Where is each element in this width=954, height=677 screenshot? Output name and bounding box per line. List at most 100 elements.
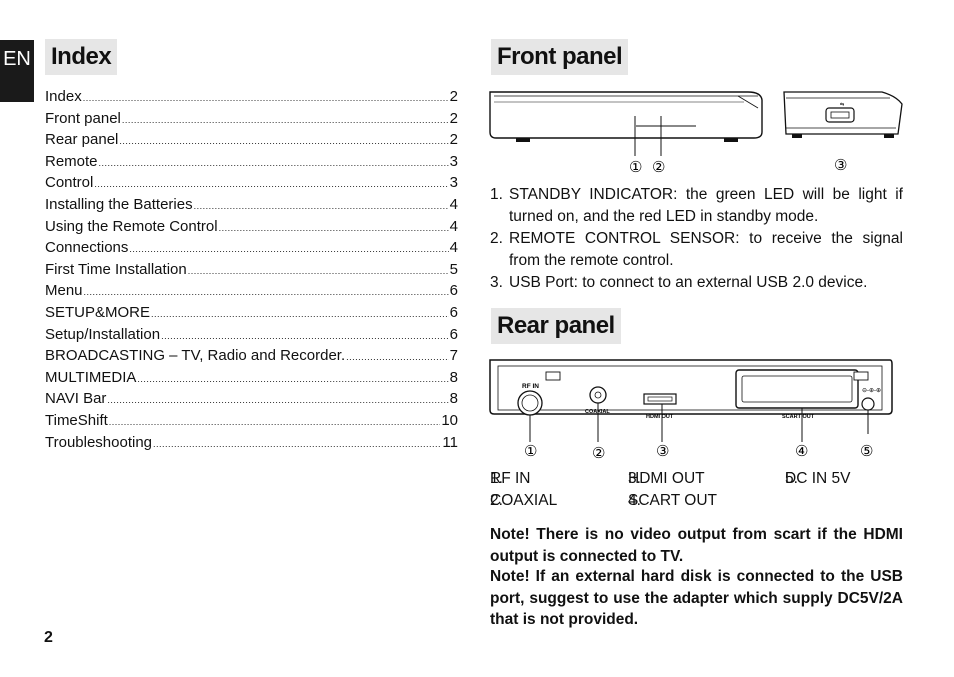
callout-2: ② (592, 445, 605, 462)
toc-page: 4 (449, 217, 458, 235)
toc-label: Connections (45, 239, 129, 257)
toc-entry[interactable]: TimeShift 10 (45, 410, 458, 432)
toc-label: BROADCASTING – TV, Radio and Recorder. (45, 347, 346, 365)
toc-entry[interactable]: NAVI Bar 8 (45, 388, 458, 410)
toc-entry[interactable]: Index 2 (45, 86, 458, 108)
toc-page: 7 (449, 347, 458, 365)
toc-label: TimeShift (45, 411, 108, 429)
front-panel-illustration: ① ② ⇆ ③ (489, 91, 903, 176)
svg-text:⊖-⊕-⊕: ⊖-⊕-⊕ (862, 388, 881, 394)
item-text: SCART OUT (628, 492, 717, 509)
item-text: REMOTE CONTROL SENSOR: to receive the si… (509, 230, 903, 269)
note-usb: Note! If an external hard disk is connec… (490, 568, 903, 628)
toc-leader (119, 131, 448, 153)
toc-page: 3 (449, 174, 458, 192)
toc-leader (107, 390, 448, 412)
item-number: 3. (628, 470, 641, 487)
callout-3: ③ (656, 443, 669, 460)
toc-page: 2 (449, 131, 458, 149)
toc-label: NAVI Bar (45, 390, 107, 408)
toc-leader (122, 110, 449, 132)
toc-page: 6 (449, 282, 458, 300)
toc-leader (99, 153, 449, 175)
toc-leader (188, 261, 449, 283)
callout-1: ① (524, 443, 537, 460)
toc-leader (83, 88, 449, 110)
toc-label: Setup/Installation (45, 325, 161, 343)
list-item: 1.STANDBY INDICATOR: the green LED will … (490, 184, 903, 227)
note-scart: Note! There is no video output from scar… (490, 526, 903, 565)
toc-entry[interactable]: BROADCASTING – TV, Radio and Recorder. 7 (45, 345, 458, 367)
toc-label: Index (45, 88, 82, 105)
toc-entry[interactable]: Connections4 (45, 237, 458, 259)
toc-entry[interactable]: Using the Remote Control 4 (45, 216, 458, 238)
toc-page: 6 (449, 325, 458, 343)
toc-entry[interactable]: MULTIMEDIA 8 (45, 367, 458, 389)
callout-2: ② (652, 159, 665, 176)
toc-label: Front panel (45, 109, 121, 127)
toc-label: SETUP&MORE (45, 303, 151, 321)
item-number: 3. (490, 274, 503, 291)
toc-entry[interactable]: Control 3 (45, 172, 458, 194)
toc-label: MULTIMEDIA (45, 368, 137, 386)
item-number: 5. (785, 470, 798, 487)
list-item: 3. USB Port: to connect to an external US… (490, 272, 903, 294)
callout-1: ① (629, 159, 642, 176)
item-text: USB Port: to connect to an external USB … (509, 274, 868, 291)
toc-label: Remote (45, 152, 98, 170)
toc-page: 10 (441, 411, 458, 429)
toc-entry[interactable]: Menu6 (45, 280, 458, 302)
front-panel-list: 1.STANDBY INDICATOR: the green LED will … (490, 184, 903, 295)
toc-label: First Time Installation (45, 260, 187, 278)
toc-entry[interactable]: Setup/Installation 6 (45, 324, 458, 346)
toc-page: 2 (449, 88, 458, 105)
toc-entry[interactable]: Front panel 2 (45, 108, 458, 130)
item-text: COAXIAL (490, 492, 558, 509)
toc-page: 4 (449, 195, 458, 213)
item-number: 4. (628, 492, 641, 509)
toc-leader (151, 304, 449, 326)
toc-leader (194, 196, 449, 218)
svg-text:⇆: ⇆ (840, 102, 844, 108)
toc-label: Installing the Batteries (45, 195, 193, 213)
rear-panel-heading: Rear panel (491, 308, 621, 344)
toc-leader (153, 434, 441, 456)
item-number: 1. (490, 186, 503, 203)
table-of-contents: Index2 Front panel2 Rear panel2 Remote3 … (45, 86, 458, 453)
toc-entry[interactable]: SETUP&MORE6 (45, 302, 458, 324)
toc-page: 8 (449, 368, 458, 386)
toc-label: Control (45, 174, 94, 192)
toc-leader (219, 218, 449, 240)
toc-label: Using the Remote Control (45, 217, 218, 235)
toc-entry[interactable]: Troubleshooting11 (45, 432, 458, 454)
toc-entry[interactable]: First Time Installation 5 (45, 259, 458, 281)
toc-leader (161, 326, 449, 348)
toc-leader (94, 174, 448, 196)
rf-in-label: RF IN (522, 383, 539, 390)
item-number: 2. (490, 230, 503, 247)
item-number: 2. (490, 492, 503, 509)
toc-page: 3 (449, 152, 458, 170)
toc-page: 5 (449, 260, 458, 278)
list-item: 2. REMOTE CONTROL SENSOR: to receive the … (490, 228, 903, 271)
toc-entry[interactable]: Remote 3 (45, 151, 458, 173)
toc-leader (109, 412, 441, 434)
item-text: DC IN 5V (785, 470, 851, 487)
item-number: 1. (490, 470, 503, 487)
toc-label: Rear panel (45, 131, 119, 149)
index-heading: Index (45, 39, 118, 75)
toc-entry[interactable]: Rear panel 2 (45, 129, 458, 151)
toc-leader (84, 282, 449, 304)
toc-leader (346, 347, 449, 369)
toc-label: Troubleshooting (45, 433, 153, 451)
item-text: RF IN (490, 470, 531, 487)
page-number: 2 (44, 629, 53, 646)
hdmi-label: HDMI OUT (646, 414, 674, 420)
toc-page: 2 (449, 109, 458, 127)
toc-entry[interactable]: Installing the Batteries 4 (45, 194, 458, 216)
callout-4: ④ (795, 443, 808, 460)
callout-3: ③ (834, 157, 847, 174)
toc-page: 8 (449, 390, 458, 408)
rear-panel-illustration: RF IN COAXIAL HDMI OUT SCART OUT ⊖-⊕-⊕ ①… (489, 359, 893, 462)
language-tab: EN (0, 40, 34, 102)
